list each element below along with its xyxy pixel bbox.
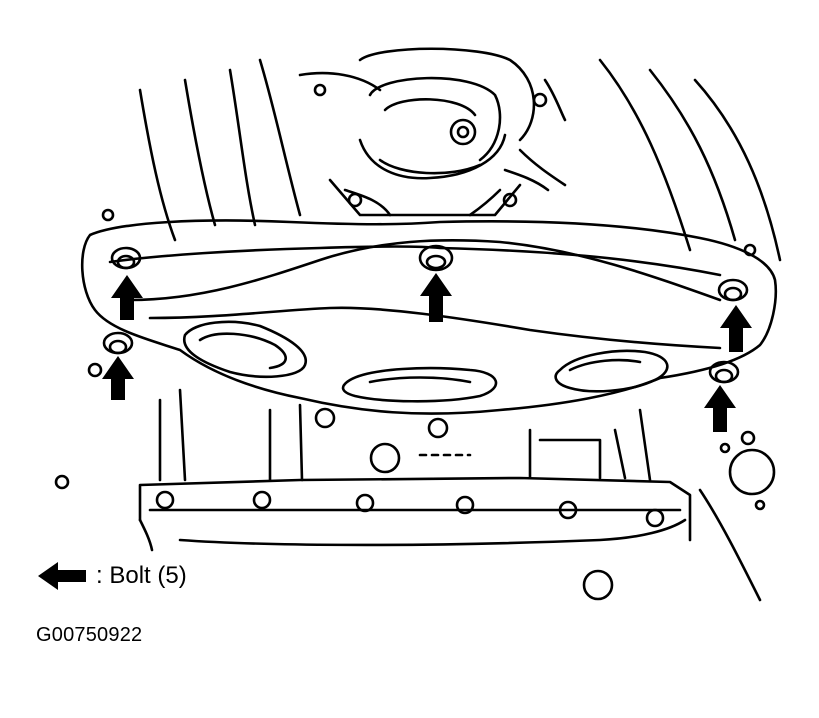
arrow-up-icon [420, 273, 452, 322]
arrow-up-icon [111, 275, 143, 320]
bracket-bolts [102, 244, 749, 384]
arrow-left-icon [38, 562, 86, 590]
pan-bolts [155, 407, 665, 528]
engine-background [87, 47, 782, 378]
bolt-bottom-right [708, 360, 740, 384]
arrow-up-icon [704, 385, 736, 432]
legend: : Bolt (5) [36, 560, 187, 592]
arrow-up-icon [102, 356, 134, 400]
bolt-arrows [102, 273, 752, 432]
figure-id: G00750922 [36, 624, 143, 646]
bolt-top-left [110, 246, 142, 270]
bolt-top-right [717, 278, 749, 302]
legend-label: : Bolt (5) [96, 562, 187, 589]
arrow-up-icon [720, 305, 752, 352]
bolt-bottom-left [102, 331, 134, 355]
bracket-outline [80, 219, 777, 415]
bolt-top-center [418, 244, 454, 272]
oil-pan [54, 388, 776, 602]
